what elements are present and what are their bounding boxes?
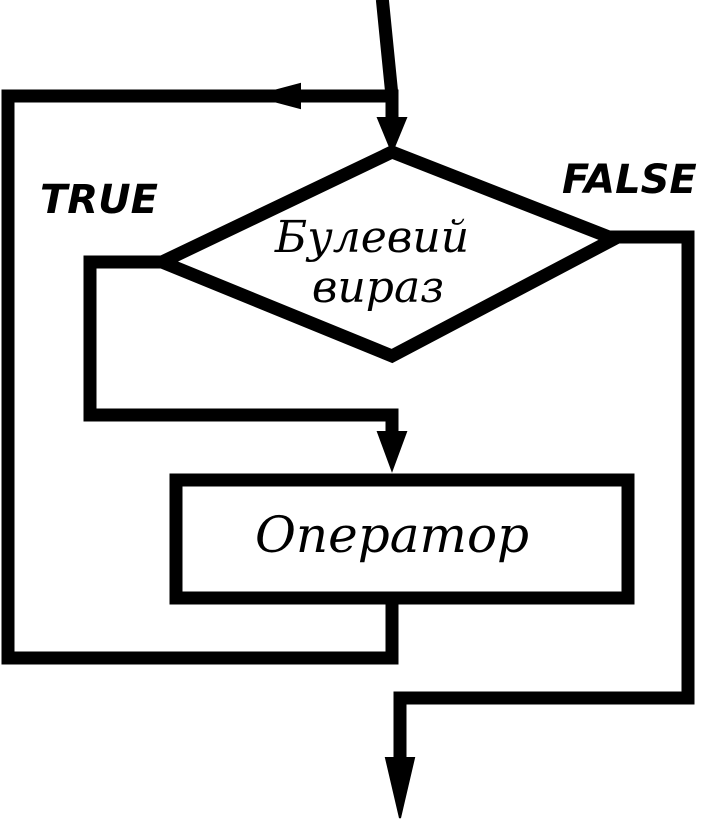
true-branch-label: TRUE [40,177,158,223]
statement-entry-arrowhead [376,431,408,473]
condition-entry-arrowhead [376,117,408,155]
statement-box [169,473,635,605]
true-branch-line [83,255,399,447]
loop-back-arrowhead [251,82,301,110]
condition-text-line1: Булевий [274,212,469,263]
statement-text: Оператор [255,506,529,564]
false-branch-line [393,230,695,777]
condition-text-line2: вираз [312,262,444,313]
entry-line [375,0,399,132]
condition-diamond [145,144,630,364]
exit-arrowhead [384,757,416,819]
loop-back-line [1,89,399,665]
false-branch-label: FALSE [562,157,697,203]
